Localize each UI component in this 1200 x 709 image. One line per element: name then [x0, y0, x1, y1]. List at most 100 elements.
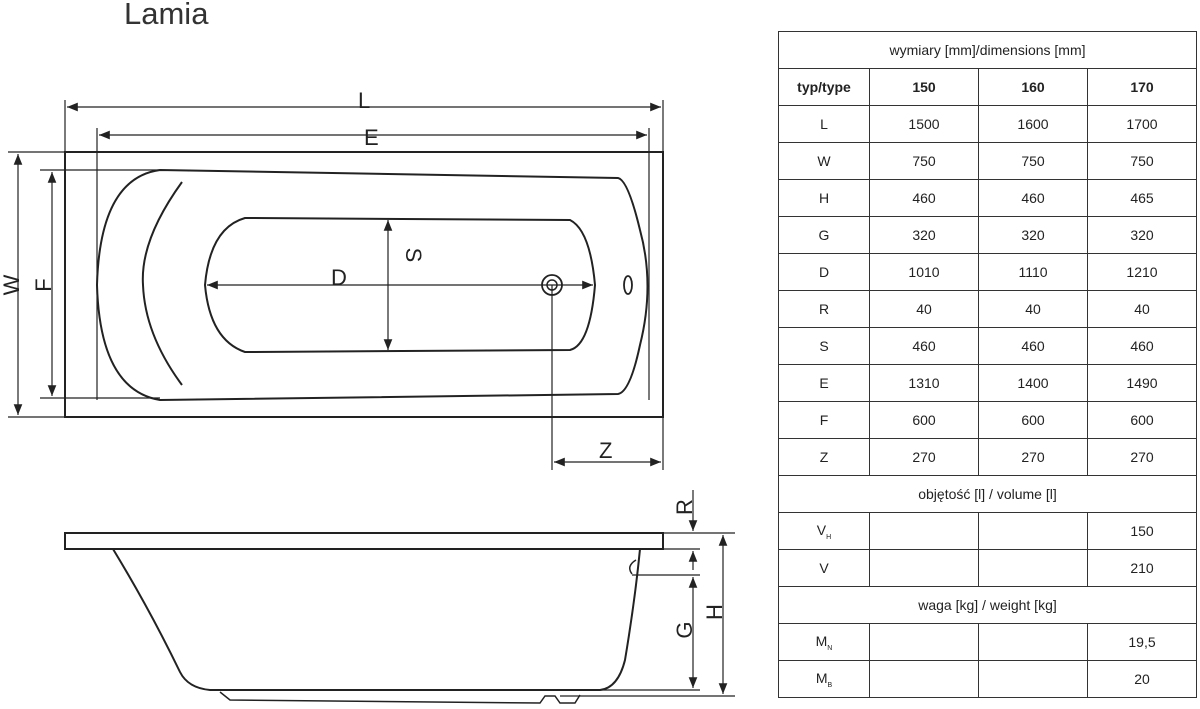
row-label-text: D	[818, 264, 830, 280]
volume-header-text: objętość [l] / volume [l]	[778, 475, 1197, 513]
row-label-text: R	[818, 301, 830, 317]
row-label-text: S	[819, 338, 829, 354]
dimensions-header: wymiary [mm]/dimensions [mm]	[778, 31, 1197, 69]
label-D: D	[331, 265, 347, 290]
table-cell: 1110	[978, 253, 1088, 291]
table-cell: 460	[869, 327, 979, 365]
table-cell: 1010	[869, 253, 979, 291]
table-cell	[978, 512, 1088, 550]
row-label: S	[778, 327, 870, 365]
type-column-header: 160	[978, 68, 1088, 106]
table-cell	[869, 549, 979, 587]
table-cell	[869, 660, 979, 698]
row-label-text: M	[815, 669, 828, 686]
row-label: VH	[778, 512, 870, 550]
dimensions-header-text: wymiary [mm]/dimensions [mm]	[778, 31, 1197, 69]
row-label: H	[778, 179, 870, 217]
row-label: Z	[778, 438, 870, 476]
row-label-subscript: H	[826, 533, 832, 541]
type-label: typ/type	[778, 68, 870, 106]
side-overflow	[629, 559, 637, 575]
table-cell: 750	[1087, 142, 1197, 180]
label-Z: Z	[599, 438, 612, 463]
table-cell: 20	[1087, 660, 1197, 698]
row-label-text: L	[820, 116, 828, 132]
row-label-text: E	[819, 375, 829, 391]
row-label-text: V	[816, 521, 827, 538]
table-cell: 1700	[1087, 105, 1197, 143]
table-cell: 460	[1087, 327, 1197, 365]
side-view-feet	[219, 691, 581, 704]
weight-header-text: waga [kg] / weight [kg]	[778, 586, 1197, 624]
row-label-text: V	[819, 560, 829, 576]
table-cell: 1600	[978, 105, 1088, 143]
row-label-subscript: B	[827, 681, 833, 689]
row-label-text: H	[818, 190, 830, 206]
table-cell: 40	[869, 290, 979, 328]
row-label: G	[778, 216, 870, 254]
table-cell: 460	[869, 179, 979, 217]
table-cell: 600	[869, 401, 979, 439]
table-cell: 750	[869, 142, 979, 180]
table-row: MB 20	[778, 660, 1197, 698]
table-cell: 1210	[1087, 253, 1197, 291]
table-cell: 270	[978, 438, 1088, 476]
row-label-text: F	[819, 412, 829, 428]
table-cell	[869, 623, 979, 661]
label-W: W	[0, 274, 24, 295]
table-cell: 460	[978, 179, 1088, 217]
row-label-text: M	[815, 632, 828, 649]
row-label: F	[778, 401, 870, 439]
row-label-text: W	[817, 153, 831, 169]
table-cell: 1400	[978, 364, 1088, 402]
table-cell	[978, 549, 1088, 587]
table-cell: 320	[1087, 216, 1197, 254]
weight-header: waga [kg] / weight [kg]	[778, 586, 1197, 624]
table-cell: 19,5	[1087, 623, 1197, 661]
table-cell	[978, 660, 1088, 698]
headrest-arc	[141, 181, 183, 386]
type-column-header: 150	[869, 68, 979, 106]
table-cell: 320	[869, 216, 979, 254]
table-cell: 40	[1087, 290, 1197, 328]
table-cell: 750	[978, 142, 1088, 180]
table-cell: 1490	[1087, 364, 1197, 402]
table-cell: 1500	[869, 105, 979, 143]
volume-header: objętość [l] / volume [l]	[778, 475, 1197, 513]
side-view-body	[112, 548, 641, 691]
row-label-subscript: N	[827, 644, 833, 652]
row-label: V	[778, 549, 870, 587]
side-view-rim	[64, 532, 664, 550]
table-cell: 270	[869, 438, 979, 476]
row-label: W	[778, 142, 870, 180]
row-label: L	[778, 105, 870, 143]
table-cell: 150	[1087, 512, 1197, 550]
overflow-icon	[623, 275, 633, 295]
table-cell	[978, 623, 1088, 661]
row-label-text: G	[818, 227, 830, 243]
table-cell	[869, 512, 979, 550]
label-R: R	[672, 499, 697, 515]
row-label: D	[778, 253, 870, 291]
row-label: E	[778, 364, 870, 402]
table-cell: 600	[1087, 401, 1197, 439]
label-G: G	[672, 621, 697, 638]
label-S: S	[401, 248, 426, 263]
table-row: MN 19,5	[778, 623, 1197, 661]
table-row: VH 150	[778, 512, 1197, 550]
basin-inner-bottom	[203, 216, 597, 354]
row-label: MN	[778, 623, 870, 661]
product-title: Lamia	[124, 0, 209, 31]
label-F: F	[31, 278, 56, 291]
label-L: L	[358, 88, 370, 113]
